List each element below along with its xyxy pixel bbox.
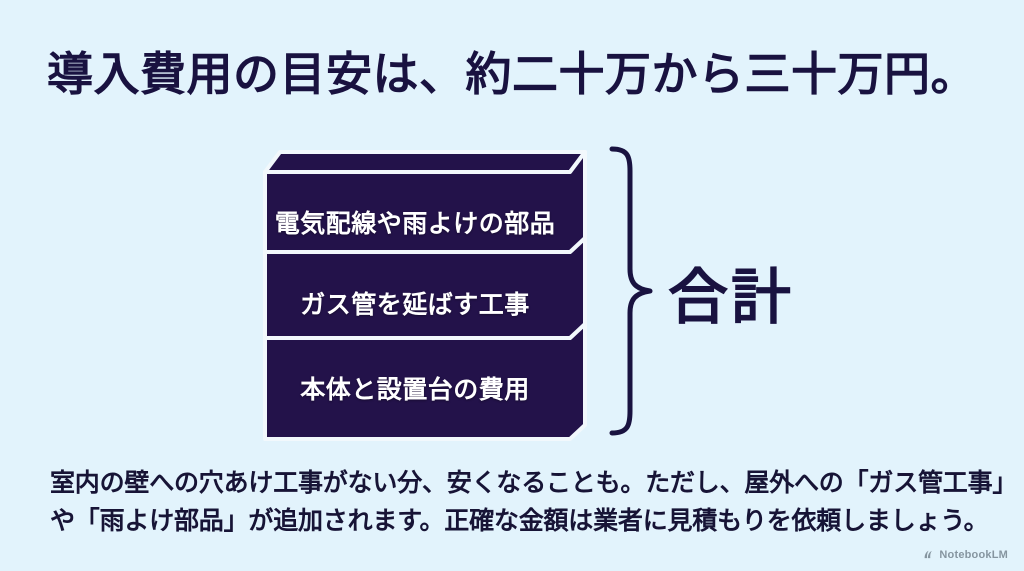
curly-brace-right-icon bbox=[604, 145, 664, 437]
stack-layer-label-3: 本体と設置台の費用 bbox=[300, 376, 530, 404]
stack-layer-label-2: ガス管を延ばす工事 bbox=[300, 291, 530, 319]
stack-boxes-graphic bbox=[263, 150, 587, 441]
stack-layer-1-shape bbox=[263, 150, 587, 254]
brace-graphic bbox=[609, 146, 653, 436]
cost-stack-diagram: 電気配線や雨よけの部品 ガス管を延ばす工事 本体と設置台の費用 bbox=[260, 142, 600, 442]
caption-text: 室内の壁への穴あけ工事がない分、安くなることも。ただし、屋外への「ガス管工事」 … bbox=[50, 464, 1018, 540]
watermark-label: NotebookLM bbox=[939, 548, 1008, 561]
caption-line-1: 室内の壁への穴あけ工事がない分、安くなることも。ただし、屋外への「ガス管工事」 bbox=[50, 469, 1018, 497]
notebooklm-watermark: NotebookLM bbox=[922, 548, 1008, 561]
page-title: 導入費用の目安は、約二十万から三十万円。 bbox=[47, 48, 977, 100]
notebooklm-icon bbox=[924, 550, 933, 559]
stack-layer-label-1: 電気配線や雨よけの部品 bbox=[274, 210, 556, 238]
caption-line-2: や「雨よけ部品」が追加されます。正確な金額は業者に見積もりを依頼しましょう。 bbox=[50, 507, 989, 535]
total-label: 合計 bbox=[668, 264, 794, 331]
